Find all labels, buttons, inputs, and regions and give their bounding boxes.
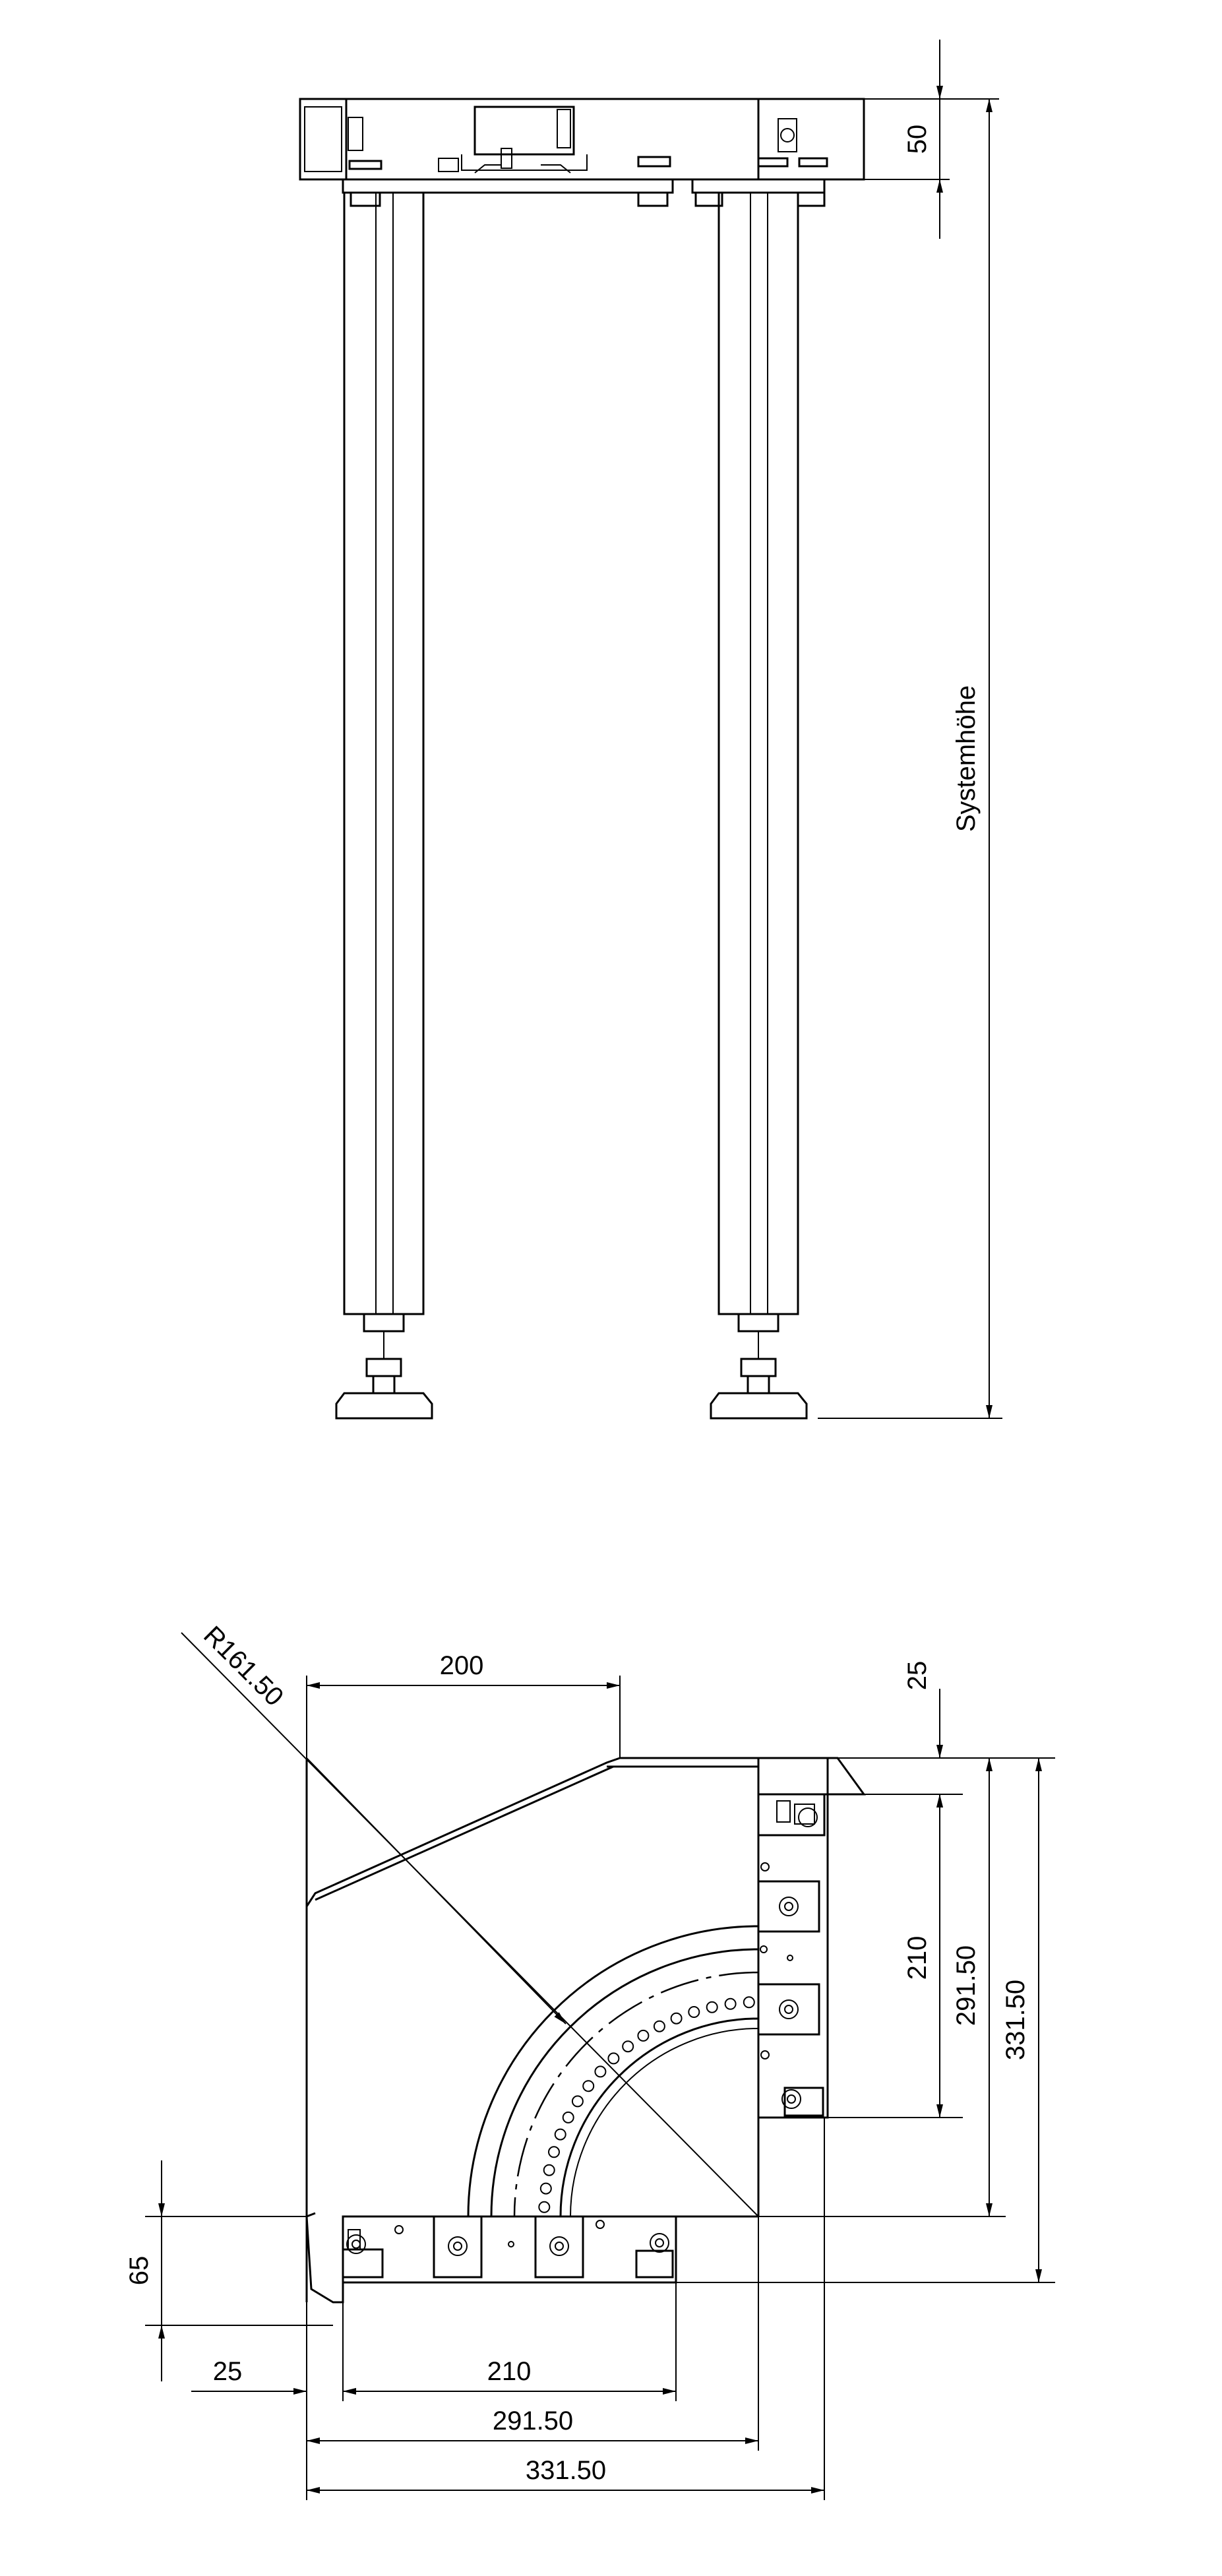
- dim-bottom-291-label: 291.50: [493, 2406, 573, 2435]
- dim-bottom-331-label: 331.50: [526, 2456, 606, 2485]
- side-view: 50 Systemhöhe: [299, 40, 1002, 1420]
- radius-label: R161.50: [198, 1621, 289, 1712]
- chain-roller: [543, 2164, 555, 2176]
- chain-roller: [622, 2040, 634, 2053]
- dim-right-291-label: 291.50: [952, 1945, 981, 2026]
- chain-roller: [706, 2001, 718, 2013]
- dim-left-65-label: 65: [125, 2256, 154, 2286]
- chain-roller: [637, 2029, 650, 2042]
- chain-roller: [548, 2146, 560, 2158]
- chain-rollers: [538, 1996, 755, 2213]
- chain-roller: [562, 2111, 574, 2123]
- chain-roller: [571, 2095, 584, 2108]
- dim-system-height-label: Systemhöhe: [952, 685, 981, 832]
- chain-roller: [670, 2012, 683, 2025]
- chain-roller: [607, 2052, 620, 2065]
- dim-bottom-25-label: 25: [213, 2357, 243, 2386]
- chain-roller: [539, 2182, 552, 2195]
- chain-roller: [582, 2080, 595, 2092]
- chain-roller: [594, 2065, 607, 2078]
- dim-right-25-label: 25: [903, 1661, 932, 1691]
- chain-roller: [688, 2006, 700, 2018]
- chain-roller: [743, 1996, 755, 2009]
- chain-roller: [724, 1997, 737, 2010]
- chain-roller: [538, 2201, 551, 2213]
- top-view: R161.50 200 25 210 291.50 331.50 65: [125, 1621, 1055, 2500]
- dim-bottom-210-label: 210: [487, 2357, 532, 2386]
- dim-top-200-label: 200: [440, 1651, 484, 1680]
- dim-right-331-label: 331.50: [1001, 1980, 1030, 2060]
- dim-right-210-label: 210: [903, 1936, 932, 1980]
- chain-roller: [554, 2128, 566, 2141]
- dim-top-height-label: 50: [903, 125, 932, 154]
- chain-roller: [653, 2020, 665, 2032]
